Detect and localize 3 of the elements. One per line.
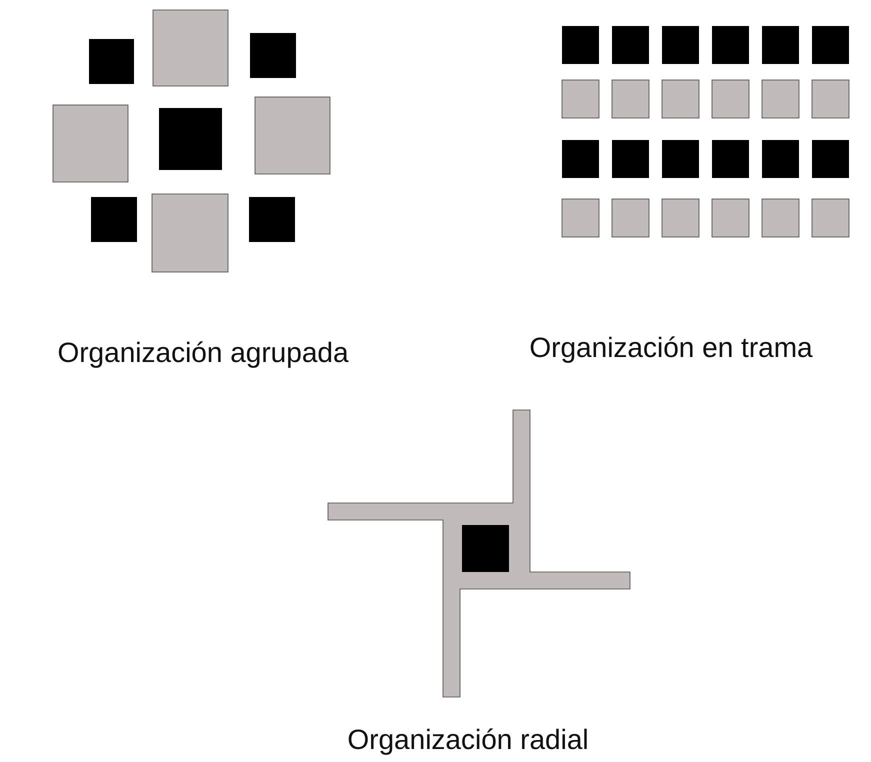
caption: Organización en trama xyxy=(529,332,813,364)
caption: Organización radial xyxy=(347,724,589,756)
caption: Organización agrupada xyxy=(57,337,349,369)
